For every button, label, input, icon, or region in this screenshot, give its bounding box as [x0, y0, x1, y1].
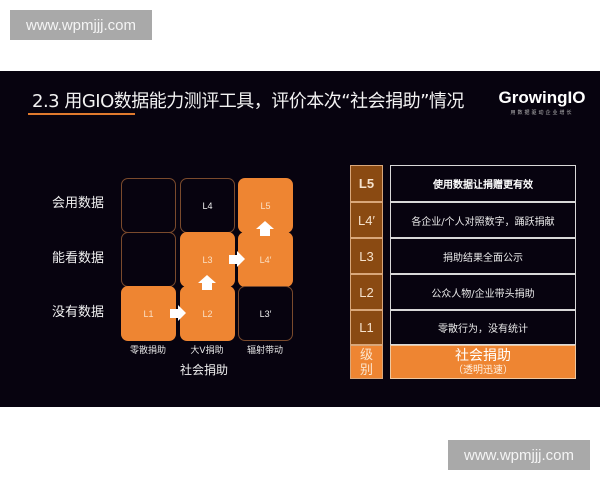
x-axis-label: 社会捐助: [180, 363, 229, 377]
matrix-cell-r1c0: [121, 232, 176, 287]
matrix-cell-l3-prime: L3′: [238, 286, 293, 341]
slide: 2.3 用GIO数据能力测评工具，评价本次“社会捐助”情况 GrowingIO …: [0, 71, 600, 407]
level-header-line2: 别: [359, 362, 373, 377]
table-desc-l4-prime: 各企业/个人对照数字，踊跃捐献: [390, 202, 576, 238]
brand-name: GrowingIO: [498, 88, 586, 107]
row-label-see-data: 能看数据: [52, 251, 105, 266]
column-label-radiate: 辐射带动: [246, 346, 283, 356]
row-label-no-data: 没有数据: [52, 305, 105, 320]
brand-logo: GrowingIO 用数据驱动企业增长: [496, 88, 588, 116]
matrix-cell-l2: L2: [180, 286, 235, 341]
table-level-header: 级 别: [350, 345, 383, 379]
matrix-cell-r0c0: [121, 178, 176, 233]
table-level-l1: L1: [350, 310, 383, 345]
matrix-cell-l4-prime: L4′: [238, 232, 293, 287]
watermark-bottom: www.wpmjjj.com: [448, 440, 590, 470]
row-label-use-data: 会用数据: [52, 196, 105, 211]
brand-tagline: 用数据驱动企业增长: [510, 110, 574, 116]
table-desc-l1: 零散行为，没有统计: [390, 310, 576, 345]
table-level-l3: L3: [350, 238, 383, 274]
watermark-top: www.wpmjjj.com: [10, 10, 152, 40]
matrix-cell-l4: L4: [180, 178, 235, 233]
column-label-influencer: 大V捐助: [190, 346, 224, 356]
table-level-l5: L5: [350, 165, 383, 202]
table-footer-title: 社会捐助 （透明迅速）: [390, 345, 576, 379]
title-underline: [28, 113, 135, 115]
column-label-scattered: 零散捐助: [129, 346, 166, 356]
table-desc-l5: 使用数据让捐赠更有效: [390, 165, 576, 202]
table-level-l2: L2: [350, 274, 383, 310]
level-header-line1: 级: [359, 347, 373, 362]
slide-title: 2.3 用GIO数据能力测评工具，评价本次“社会捐助”情况: [32, 91, 464, 112]
table-desc-l3: 捐助结果全面公示: [390, 238, 576, 274]
footer-title: 社会捐助: [455, 347, 511, 364]
table-desc-l2: 公众人物/企业带头捐助: [390, 274, 576, 310]
footer-subtitle: （透明迅速）: [453, 364, 513, 376]
table-level-l4-prime: L4′: [350, 202, 383, 238]
matrix-cell-l1: L1: [121, 286, 176, 341]
